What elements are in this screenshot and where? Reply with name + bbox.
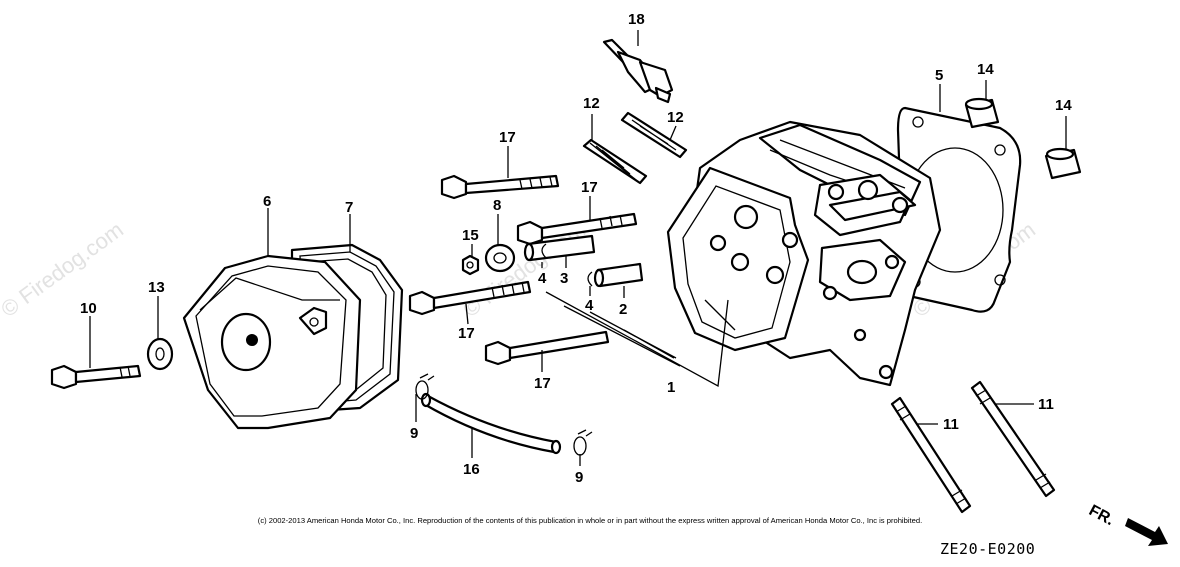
callout-16: 16 [463, 461, 480, 478]
callout-17-a: 17 [499, 129, 516, 146]
tube-clamp-left [415, 373, 435, 400]
callout-7: 7 [345, 199, 353, 216]
callout-14-a: 14 [977, 61, 994, 78]
stud-bolt-12b [620, 111, 688, 159]
flange-bolt-upper [440, 174, 560, 200]
valve-cover [182, 254, 362, 430]
front-direction-arrow-icon [1125, 518, 1168, 546]
spark-plug [602, 38, 674, 104]
breather-tube [420, 392, 562, 455]
callout-12-a: 12 [583, 95, 600, 112]
seal-washer [484, 243, 516, 273]
callout-12-b: 12 [667, 109, 684, 126]
valve-guide-exhaust [523, 234, 596, 262]
callout-11-b: 11 [1038, 396, 1054, 413]
stud-bolt-12a [582, 138, 648, 185]
callout-2: 2 [619, 301, 627, 318]
cap-nut [461, 254, 480, 276]
cover-bolt [50, 364, 142, 390]
dowel-pin-upper [964, 97, 1000, 129]
callout-14-b: 14 [1055, 97, 1072, 114]
callout-10: 10 [80, 300, 97, 317]
callout-18: 18 [628, 11, 645, 28]
flange-bolt-lower-left [408, 280, 532, 316]
callout-1: 1 [667, 379, 675, 396]
callout-17-c: 17 [458, 325, 475, 342]
valve-guide-intake [593, 262, 644, 288]
callout-13: 13 [148, 279, 165, 296]
dowel-pin-right [1044, 147, 1082, 180]
long-stud-right [970, 380, 1056, 498]
callout-4-a: 4 [538, 270, 547, 287]
callout-3: 3 [560, 270, 568, 287]
callout-6: 6 [263, 193, 271, 210]
tube-clamp-right [573, 429, 593, 456]
callout-labels: 18 12 12 5 14 14 17 17 8 15 6 7 13 10 4 … [80, 11, 1072, 486]
copyright-notice: (c) 2002-2013 American Honda Motor Co., … [257, 516, 923, 525]
cylinder-head [666, 120, 942, 387]
callout-15: 15 [462, 227, 479, 244]
clip-right [587, 271, 593, 287]
callout-9-b: 9 [575, 469, 583, 486]
seal-washer-13 [146, 337, 174, 371]
drawing-code: ZE20-E0200 [940, 540, 1036, 558]
callout-17-d: 17 [534, 375, 551, 392]
callout-9-a: 9 [410, 425, 418, 442]
callout-5: 5 [935, 67, 943, 84]
flange-bolt-lower [484, 330, 610, 366]
flange-bolt-mid [516, 212, 638, 246]
callout-17-b: 17 [581, 179, 598, 196]
callout-8: 8 [493, 197, 501, 214]
watermark-left: © Firedog.com [0, 217, 128, 322]
callout-4-b: 4 [585, 297, 594, 314]
long-stud-left [890, 396, 972, 514]
callout-11-a: 11 [943, 416, 959, 433]
leader-lines [89, 30, 1067, 466]
clip-left [541, 243, 547, 259]
